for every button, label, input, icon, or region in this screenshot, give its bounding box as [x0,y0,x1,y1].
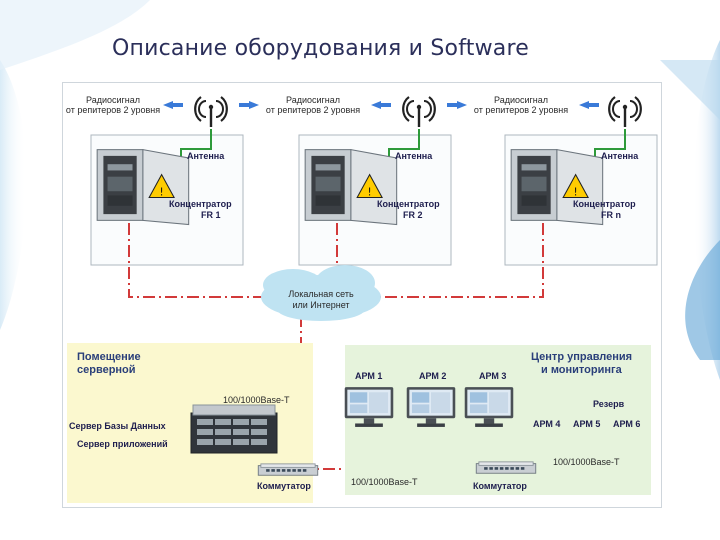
signal-arrows [163,101,599,109]
concentrator-cabinet [304,149,398,226]
concentrator-label: Концентратор [573,199,636,209]
concentrator-cabinet [96,149,190,226]
concentrator-label: Концентратор [169,199,232,209]
server-rack [190,404,278,454]
signal-label: Радиосигнал от репитеров 2 уровня [265,95,361,115]
switch-icon [475,461,537,474]
antenna-icon [401,95,437,129]
antenna-icon [607,95,643,129]
page-title: Описание оборудования и Software [112,36,529,61]
switch-icon [257,463,319,476]
center-link-speed: 100/1000Base-T [553,457,620,467]
workstation-label: АРМ 3 [479,371,507,381]
server-link-speed: 100/1000Base-T [223,395,290,405]
network-diagram: ! [62,82,662,508]
network-cloud [261,265,381,321]
concentrator-label: Концентратор [377,199,440,209]
antenna-label: Антенна [187,151,225,161]
reserve-workstation-label: АРМ 5 [573,419,601,429]
server-room-title-2: серверной [77,364,136,376]
control-center-title-1: Центр управления [531,351,633,363]
reserve-workstation-label: АРМ 6 [613,419,641,429]
antenna-label: Антенна [601,151,639,161]
workstation-label: АРМ 2 [419,371,447,381]
concentrator-id: FR 2 [403,210,423,220]
concentrator-id: FR n [601,210,621,220]
signal-label: Радиосигнал от репитеров 2 уровня [473,95,569,115]
db-server-label: Сервер Базы Данных [69,421,166,431]
cloud-label-line1: Локальная сеть [288,289,354,299]
reserve-workstation-label: АРМ 4 [533,419,561,429]
server-room-title-1: Помещение [77,351,141,363]
app-server-label: Сервер приложений [77,439,168,449]
diagram-canvas: ! [67,95,658,503]
antenna-icon [193,95,229,129]
concentrator-id: FR 1 [201,210,221,220]
cloud-label-line2: или Интернет [292,300,350,310]
signal-label: Радиосигнал от репитеров 2 уровня [65,95,161,115]
switch-label: Коммутатор [257,481,311,491]
trunk-link-speed: 100/1000Base-T [351,477,418,487]
reserve-label: Резерв [593,399,625,409]
control-center-title-2: и мониторинга [541,364,622,376]
center-switch-label: Коммутатор [473,481,527,491]
antenna-label: Антенна [395,151,433,161]
workstation-label: АРМ 1 [355,371,383,381]
concentrator-cabinet [510,149,604,226]
